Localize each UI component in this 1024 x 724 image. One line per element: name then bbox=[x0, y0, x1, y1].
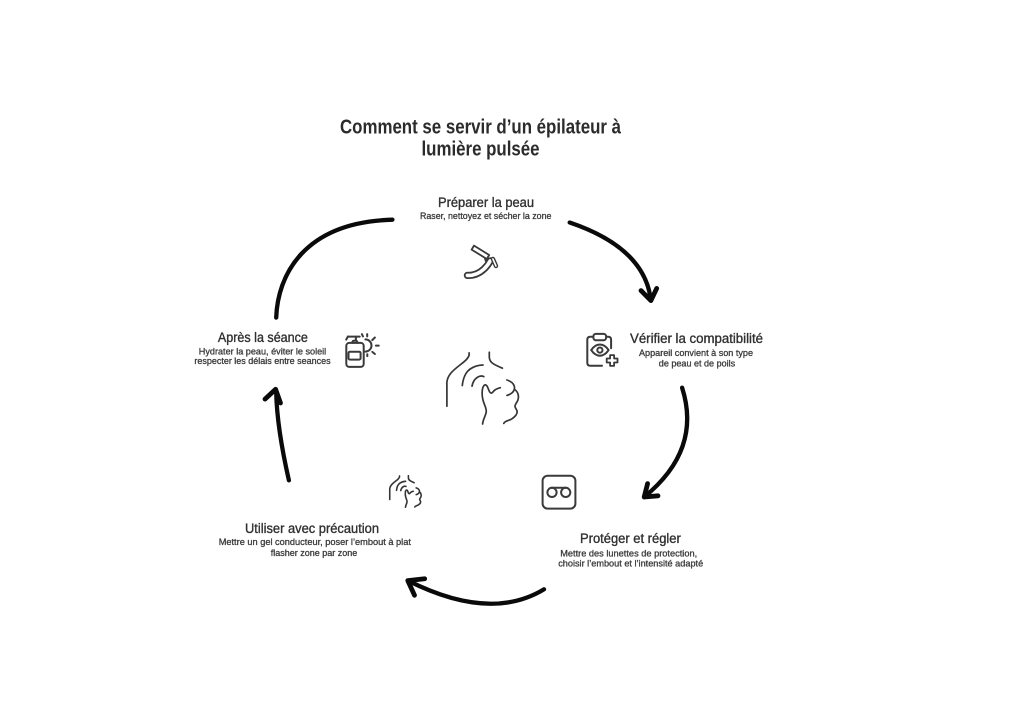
svg-text:flasher zone par zone: flasher zone par zone bbox=[271, 547, 358, 558]
svg-text:Vérifier la compatibilité: Vérifier la compatibilité bbox=[630, 331, 763, 346]
svg-text:Préparer la peau: Préparer la peau bbox=[438, 195, 534, 210]
svg-text:choisir l’embout et l’intensit: choisir l’embout et l’intensité adapté bbox=[558, 557, 703, 568]
svg-text:respecter les délais entre sea: respecter les délais entre seances bbox=[194, 355, 330, 366]
svg-text:Mettre des lunettes de protect: Mettre des lunettes de protection, bbox=[560, 548, 697, 559]
svg-text:Utiliser avec précaution: Utiliser avec précaution bbox=[245, 521, 379, 536]
svg-text:Après la séance: Après la séance bbox=[218, 330, 308, 345]
svg-text:Comment se servir d’un épilate: Comment se servir d’un épilateur à bbox=[340, 117, 622, 139]
svg-text:Hydrater la peau, éviter le so: Hydrater la peau, éviter le soleil bbox=[199, 345, 326, 356]
svg-text:Protéger et régler: Protéger et régler bbox=[580, 531, 681, 546]
svg-text:Appareil convient à son type: Appareil convient à son type bbox=[639, 347, 753, 358]
svg-text:lumière pulsée: lumière pulsée bbox=[422, 138, 540, 160]
svg-text:Raser, nettoyez et sécher la z: Raser, nettoyez et sécher la zone bbox=[420, 210, 552, 221]
svg-text:Mettre un gel conducteur, pose: Mettre un gel conducteur, poser l’embout… bbox=[219, 536, 412, 547]
svg-text:de peau et de poils: de peau et de poils bbox=[659, 357, 736, 368]
